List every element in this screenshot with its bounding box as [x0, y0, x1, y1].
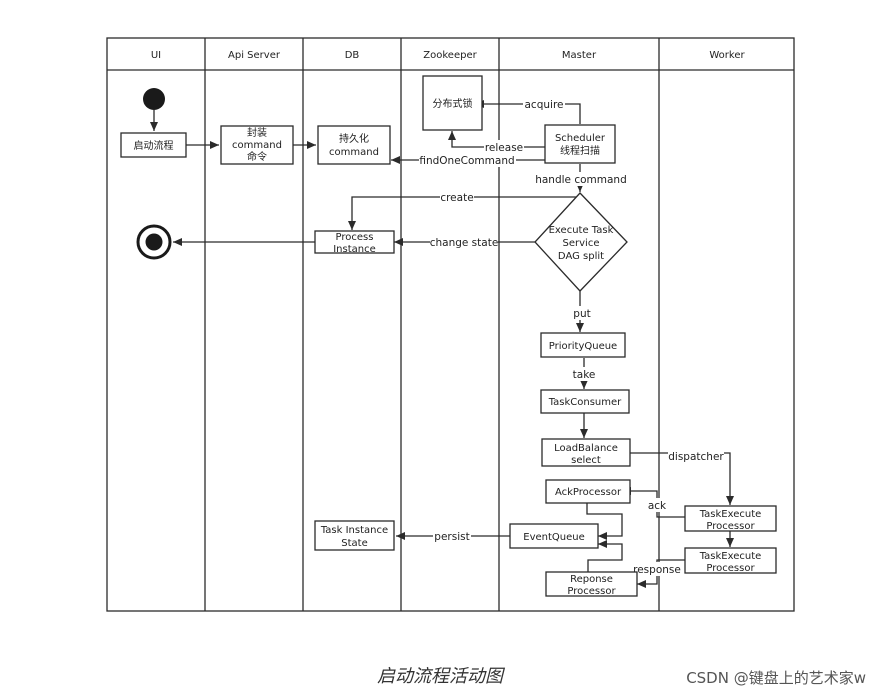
node-label-line: Task Instance	[320, 525, 388, 536]
node-label-line: Processor	[706, 521, 755, 532]
node-task-consumer	[540, 389, 630, 414]
edge-response-event	[587, 540, 623, 572]
edge-label-change-state: change state	[430, 237, 499, 249]
lane-header-zookeeper: Zookeeper	[423, 50, 477, 61]
edge-label-persist: persist	[434, 531, 469, 543]
lane-header-master: Master	[562, 50, 597, 61]
node-task-instance-state	[314, 520, 395, 551]
node-label-line: DAG split	[558, 251, 604, 262]
node-label-line: Execute Task	[549, 225, 614, 236]
node-label-line: command	[329, 147, 379, 158]
edge-acquire	[475, 100, 581, 124]
activity-diagram: UI Api Server DB Zookeeper Master Worker…	[106, 37, 795, 612]
node-reponse-processor	[545, 571, 638, 597]
edge-dispatcher	[630, 452, 734, 505]
node-label-line: Processor	[706, 563, 755, 574]
lane-header-worker: Worker	[709, 50, 745, 61]
edge-label-acquire: acquire	[525, 99, 564, 111]
node-execute-task-service	[534, 192, 628, 292]
watermark: CSDN @键盘上的艺术家w	[686, 669, 866, 687]
figure-caption: 启动流程活动图	[377, 666, 503, 687]
node-label-line: 封装	[247, 126, 267, 139]
edge-label-ack: ack	[648, 500, 667, 512]
node-label-line: Process	[336, 232, 374, 243]
node-process-instance	[314, 230, 395, 254]
edge-label-response: response	[633, 564, 681, 576]
node-label-line: Reponse	[570, 574, 613, 585]
node-start-flow-label: 启动流程	[134, 139, 174, 152]
node-label-line: 持久化	[339, 132, 369, 145]
node-label-line: State	[341, 538, 367, 549]
node-ack-processor-label: AckProcessor	[555, 487, 622, 498]
edge-label-take: take	[573, 369, 596, 381]
edge-label-put: put	[573, 308, 590, 320]
node-task-consumer-label: TaskConsumer	[548, 397, 622, 408]
edge-label-release: release	[485, 142, 523, 154]
node-event-queue	[509, 523, 599, 549]
edge-label-create: create	[440, 192, 473, 204]
node-event-queue-label: EventQueue	[523, 532, 585, 543]
lane-header-ui: UI	[151, 50, 161, 61]
lane-header-db: DB	[345, 50, 360, 61]
node-task-execute-processor-1	[684, 505, 777, 532]
node-label-line: Scheduler	[555, 133, 606, 144]
node-scheduler	[544, 124, 616, 164]
node-label-line: 命令	[247, 150, 267, 163]
swimlane-frame	[106, 37, 795, 612]
edge-label-dispatcher: dispatcher	[668, 451, 724, 463]
node-label-line: Service	[563, 238, 600, 249]
node-label-line: select	[571, 455, 601, 466]
node-priority-queue-label: PriorityQueue	[549, 341, 617, 352]
node-task-execute-processor-2	[684, 547, 777, 574]
node-priority-queue	[540, 332, 626, 358]
node-encapsulate-command	[220, 125, 294, 165]
node-distributed-lock-label: 分布式锁	[433, 97, 473, 110]
end-node-core	[145, 233, 163, 251]
node-label-line: TaskExecute	[699, 551, 762, 562]
edge-label-find-one-command: findOneCommand	[419, 155, 514, 167]
node-label-line: command	[232, 140, 282, 151]
node-label-line: TaskExecute	[699, 509, 762, 520]
node-distributed-lock	[422, 75, 483, 131]
node-persist-command	[317, 125, 391, 165]
node-label-line: Instance	[333, 244, 376, 255]
start-node	[143, 88, 165, 110]
edge-label-handle-command: handle command	[535, 174, 627, 186]
edge-ack-event	[586, 503, 623, 540]
node-load-balance	[541, 438, 631, 467]
edge-create	[348, 196, 580, 230]
lane-header-api-server: Api Server	[228, 50, 281, 61]
node-label-line: 线程扫描	[560, 144, 600, 157]
node-label-line: Processor	[567, 586, 616, 597]
node-start-flow	[120, 132, 187, 158]
node-ack-processor	[545, 479, 631, 504]
node-label-line: LoadBalance	[554, 443, 618, 454]
